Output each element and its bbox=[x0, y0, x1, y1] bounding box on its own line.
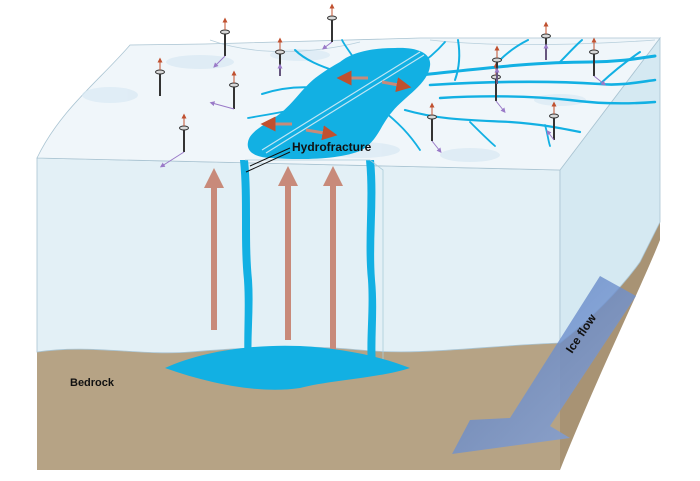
uplift-arrow-icon bbox=[204, 168, 224, 330]
gps-station-icon bbox=[541, 21, 551, 60]
gps-station-icon bbox=[546, 101, 559, 141]
gps-station-icon bbox=[275, 37, 285, 76]
subglacial-water-blister bbox=[165, 345, 410, 390]
gps-station-icon bbox=[159, 113, 189, 168]
gps-station-icon bbox=[589, 37, 606, 86]
bedrock-label: Bedrock bbox=[70, 377, 115, 389]
gps-station-icon bbox=[322, 3, 337, 50]
ice-flow-arrow-icon bbox=[452, 276, 636, 454]
uplift-arrow-icon bbox=[323, 166, 343, 350]
gps-stations bbox=[155, 3, 606, 168]
ice-front-face bbox=[36, 157, 561, 354]
meltwater-conduits bbox=[240, 160, 377, 368]
hydrofracture-pointer bbox=[245, 151, 291, 173]
gps-station-icon bbox=[213, 17, 230, 68]
lake-opening-arrows bbox=[260, 70, 412, 141]
gps-station-icon bbox=[492, 45, 502, 84]
gps-station-icon bbox=[209, 70, 239, 110]
hydrofracture-label: Hydrofracture bbox=[292, 140, 372, 154]
uplift-arrow-icon bbox=[278, 166, 298, 340]
uplift-arrows bbox=[204, 166, 343, 350]
gps-station-icon bbox=[427, 102, 442, 153]
bedrock-front bbox=[37, 343, 560, 470]
gps-station-icon bbox=[155, 57, 165, 96]
bedrock-side bbox=[560, 222, 660, 470]
hydrofracture-pointer bbox=[249, 147, 291, 167]
